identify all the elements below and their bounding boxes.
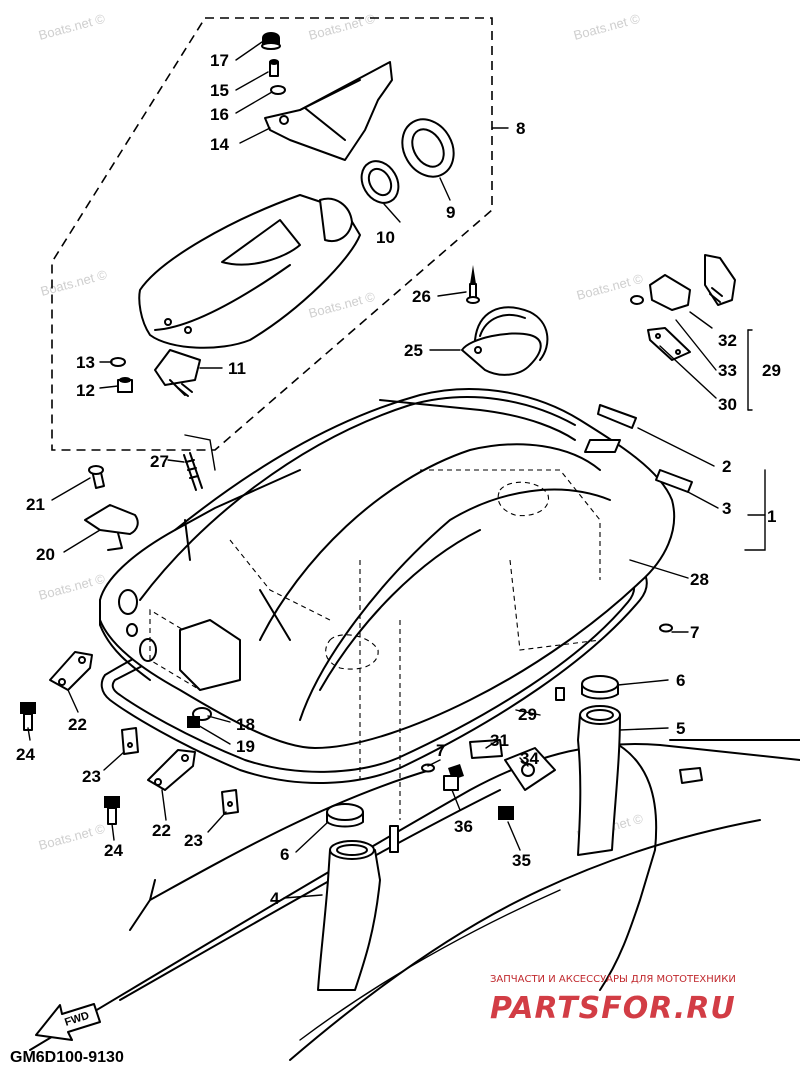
callout-16: 16 [210,105,229,124]
fasteners-15-16-17 [261,32,286,95]
callout-10: 10 [376,228,395,247]
watermark-text: Boats.net © [307,289,377,321]
callout-23b: 23 [184,831,203,850]
misc-fasteners [389,623,673,853]
callout-29b: 29 [518,705,537,724]
drawing-code: GM6D100-9130 [10,1049,124,1066]
watermark-text: Boats.net © [37,821,107,853]
callout-1: 1 [767,507,776,526]
callout-labels: 1 2 3 4 5 6 6 7 7 8 9 10 11 12 13 14 15 … [16,51,781,908]
callout-27: 27 [150,452,169,471]
callout-6b: 6 [280,845,289,864]
callout-3: 3 [722,499,731,518]
callout-15: 15 [210,81,229,100]
callout-31: 31 [490,731,509,750]
callout-11: 11 [228,359,246,378]
callout-5: 5 [676,719,685,738]
leader-lines [27,41,766,899]
callout-21: 21 [26,495,45,514]
hose-4 [317,840,381,991]
bracket-14 [264,61,393,161]
brackets-22-23 [49,651,239,815]
callout-7b: 7 [436,741,445,760]
group-outline-8 [51,17,493,451]
callout-22a: 22 [68,715,87,734]
callout-17: 17 [210,51,229,70]
clamps-6 [326,675,619,828]
callout-30: 30 [718,395,737,414]
watermark-text: Boats.net © [572,11,642,43]
callout-2: 2 [722,457,731,476]
hinge-11 [110,349,201,397]
handle-25 [461,265,549,376]
hose-5 [577,705,621,856]
callout-8: 8 [516,119,525,138]
ring-10 [360,160,400,204]
callout-25: 25 [404,341,423,360]
callout-33: 33 [718,361,737,380]
callout-12: 12 [76,381,95,400]
watermark-text: Boats.net © [307,11,377,43]
callout-14: 14 [210,135,229,154]
bolts-24 [20,702,120,825]
callout-6a: 6 [676,671,685,690]
ring-9 [401,118,455,178]
callout-29a: 29 [762,361,781,380]
callout-7a: 7 [690,623,699,642]
storage-cover-8 [138,194,361,349]
nut-18-19 [187,707,212,728]
callout-4: 4 [270,889,280,908]
callout-18: 18 [236,715,255,734]
watermark-text: Boats.net © [37,11,107,43]
latch-30-32-33 [630,254,736,361]
bracket-29 [747,329,753,411]
plates-2-3 [597,404,693,493]
band-27 [183,434,216,491]
watermark-text: Boats.net © [39,267,109,299]
cover-20 [84,465,139,551]
callout-34: 34 [520,749,539,768]
callout-24a: 24 [16,745,35,764]
callout-24b: 24 [104,841,123,860]
fwd-arrow-icon: FWD [35,1003,101,1041]
callout-26: 26 [412,287,431,306]
bracket-1 [744,469,766,551]
hull-floor [29,739,800,1061]
brand-logo: PARTSFOR.RU [490,991,736,1026]
callout-20: 20 [36,545,55,564]
brand-tagline: ЗАПЧАСТИ И АКСЕССУАРЫ ДЛЯ МОТОТЕХНИКИ [490,974,736,985]
watermark-text: Boats.net © [37,571,107,603]
callout-23a: 23 [82,767,101,786]
callout-36: 36 [454,817,473,836]
callout-13: 13 [76,353,95,372]
callout-32: 32 [718,331,737,350]
callout-28: 28 [690,570,709,589]
callout-22b: 22 [152,821,171,840]
callout-35: 35 [512,851,531,870]
callout-19: 19 [236,737,255,756]
hood-assembly-1 [99,388,676,820]
callout-9: 9 [446,203,455,222]
